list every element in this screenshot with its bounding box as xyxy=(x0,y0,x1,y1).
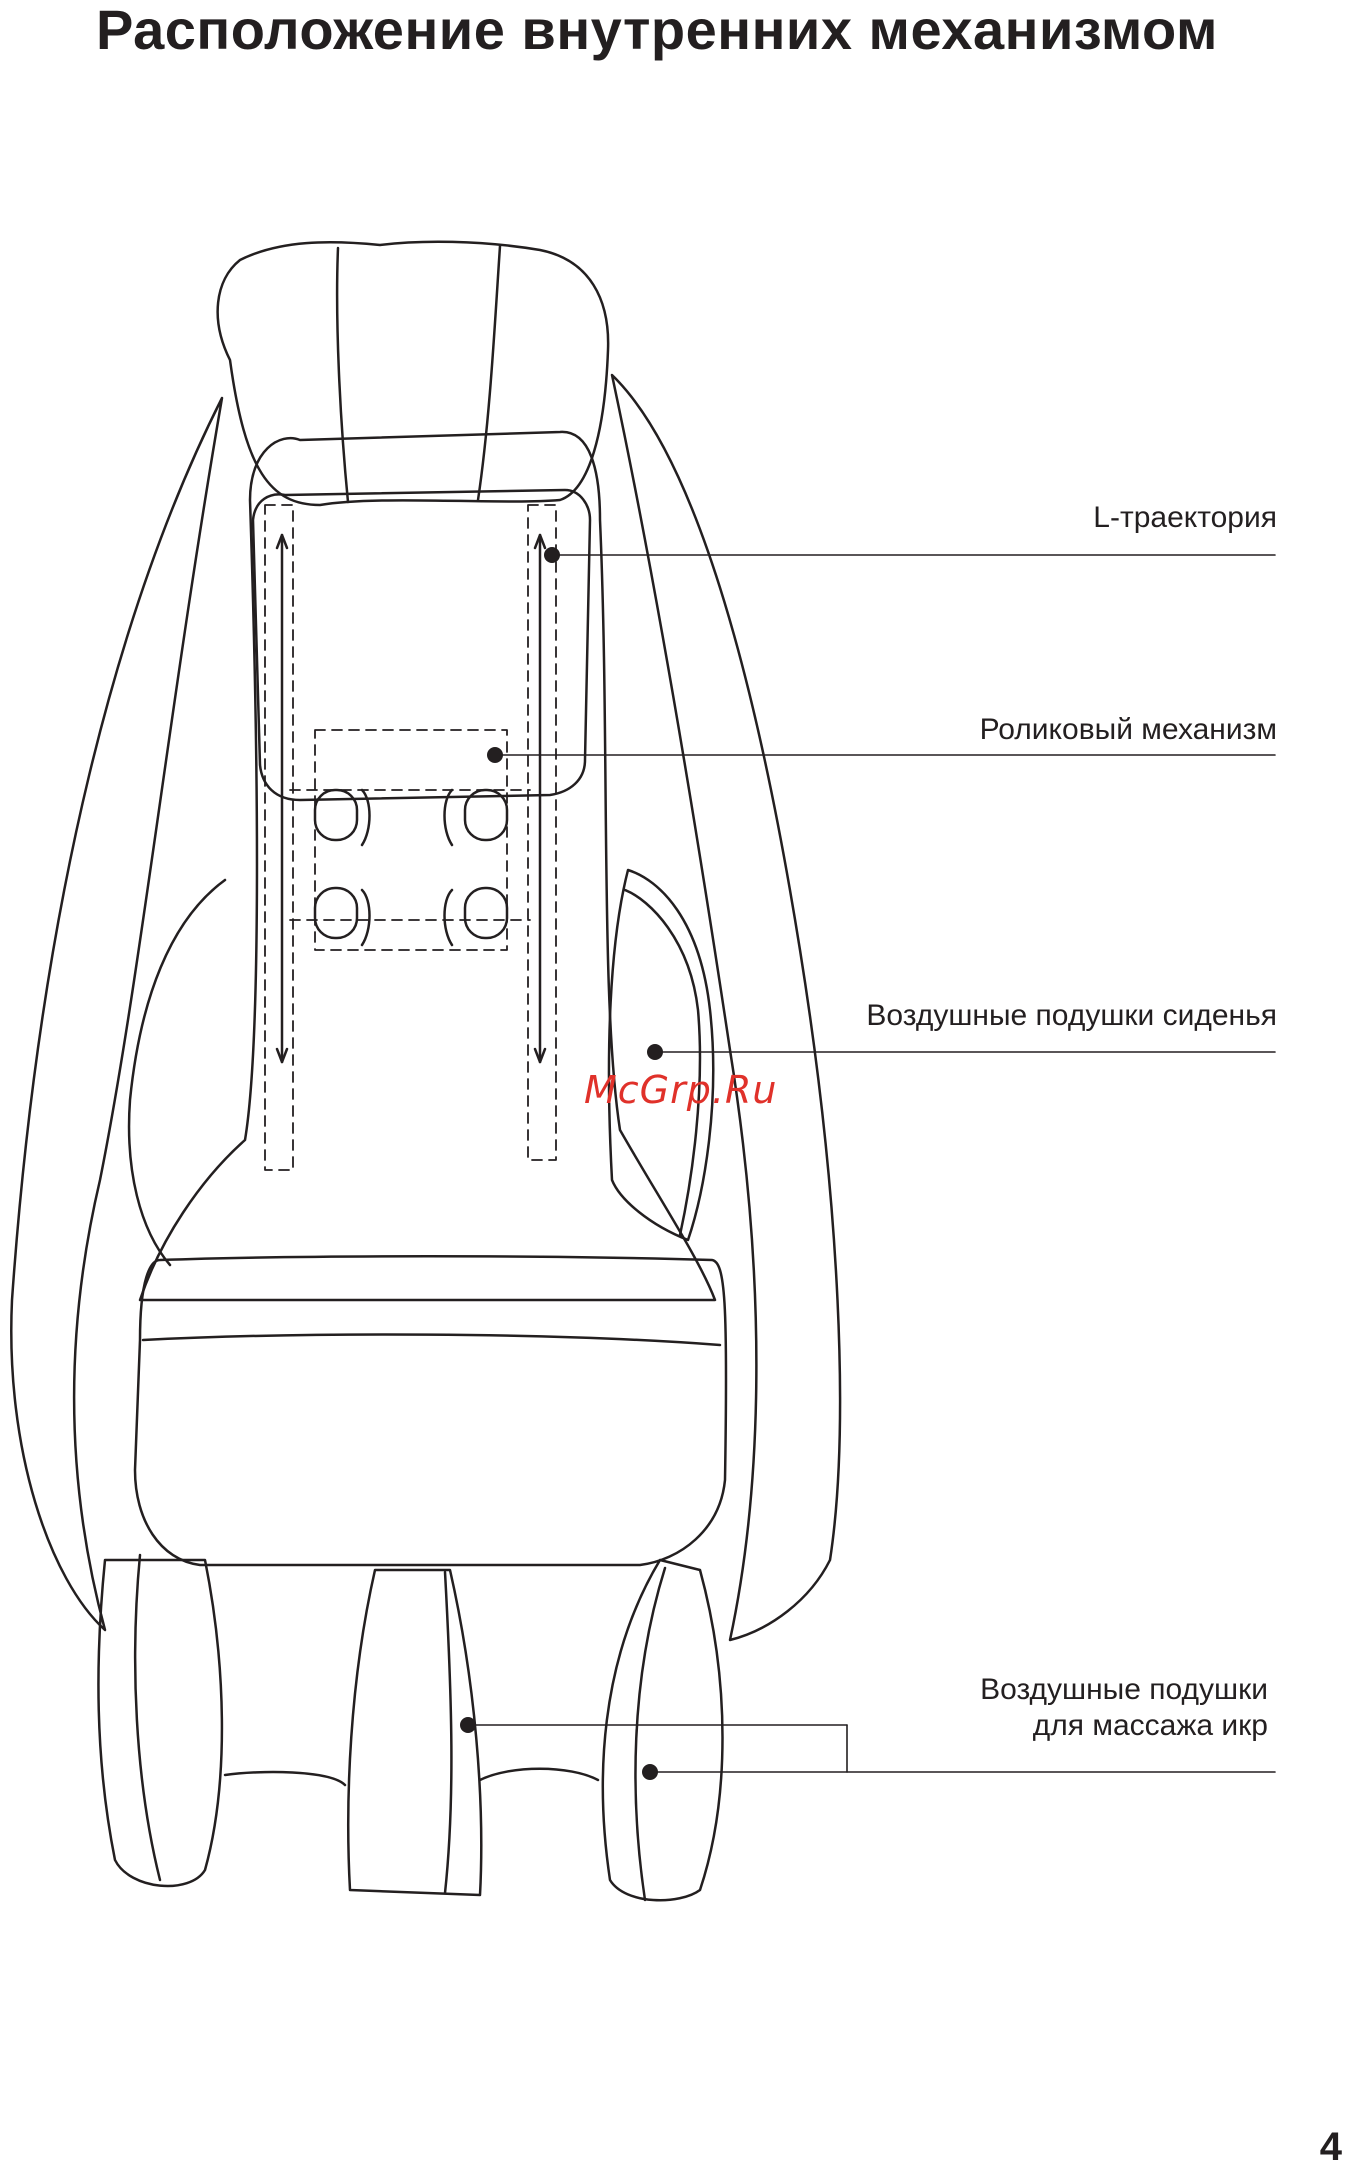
rotation-arrow-3 xyxy=(362,890,370,945)
label-seat-airbags: Воздушные подушки сиденья xyxy=(866,998,1277,1034)
headrest-seam-left xyxy=(337,248,348,502)
calf-base-left xyxy=(225,1772,345,1785)
dot-calf-1 xyxy=(460,1717,476,1733)
seat-cushion xyxy=(135,1256,726,1565)
label-calf-airbags-2: для массажа икр xyxy=(1033,1708,1268,1744)
seat-crease xyxy=(143,1335,720,1345)
l-track-rail-right xyxy=(528,505,556,1160)
backrest xyxy=(140,432,715,1300)
calf-left-wing-inner xyxy=(135,1555,160,1880)
roller-bottom-right xyxy=(465,888,507,938)
dot-roller xyxy=(487,747,503,763)
roller-bottom-left xyxy=(315,888,357,938)
watermark: McGrp.Ru xyxy=(584,1068,777,1112)
dot-calf-2 xyxy=(642,1764,658,1780)
calf-base-right xyxy=(480,1769,598,1780)
label-roller: Роликовый механизм xyxy=(980,712,1277,748)
rotation-arrow-4 xyxy=(445,890,453,945)
headrest xyxy=(218,242,608,505)
left-side-wing xyxy=(11,398,222,1630)
label-calf-airbags-1: Воздушные подушки xyxy=(980,1672,1268,1708)
l-track-rail-left xyxy=(265,505,293,1170)
roller-top-left xyxy=(315,790,357,840)
calf-right-wing-inner xyxy=(635,1568,665,1900)
dot-l-track xyxy=(544,547,560,563)
right-seat-airbag-inner xyxy=(625,890,700,1235)
calf-center-inner xyxy=(445,1572,451,1893)
label-l-track: L-траектория xyxy=(1093,500,1277,536)
headrest-seam-right xyxy=(478,246,500,500)
calf-right-wing xyxy=(603,1560,723,1900)
dot-seat-airbags xyxy=(647,1044,663,1060)
page-number: 4 xyxy=(1320,2125,1342,2169)
calf-left-wing xyxy=(98,1560,221,1886)
calf-center xyxy=(348,1570,481,1895)
left-seat-side xyxy=(129,880,225,1265)
